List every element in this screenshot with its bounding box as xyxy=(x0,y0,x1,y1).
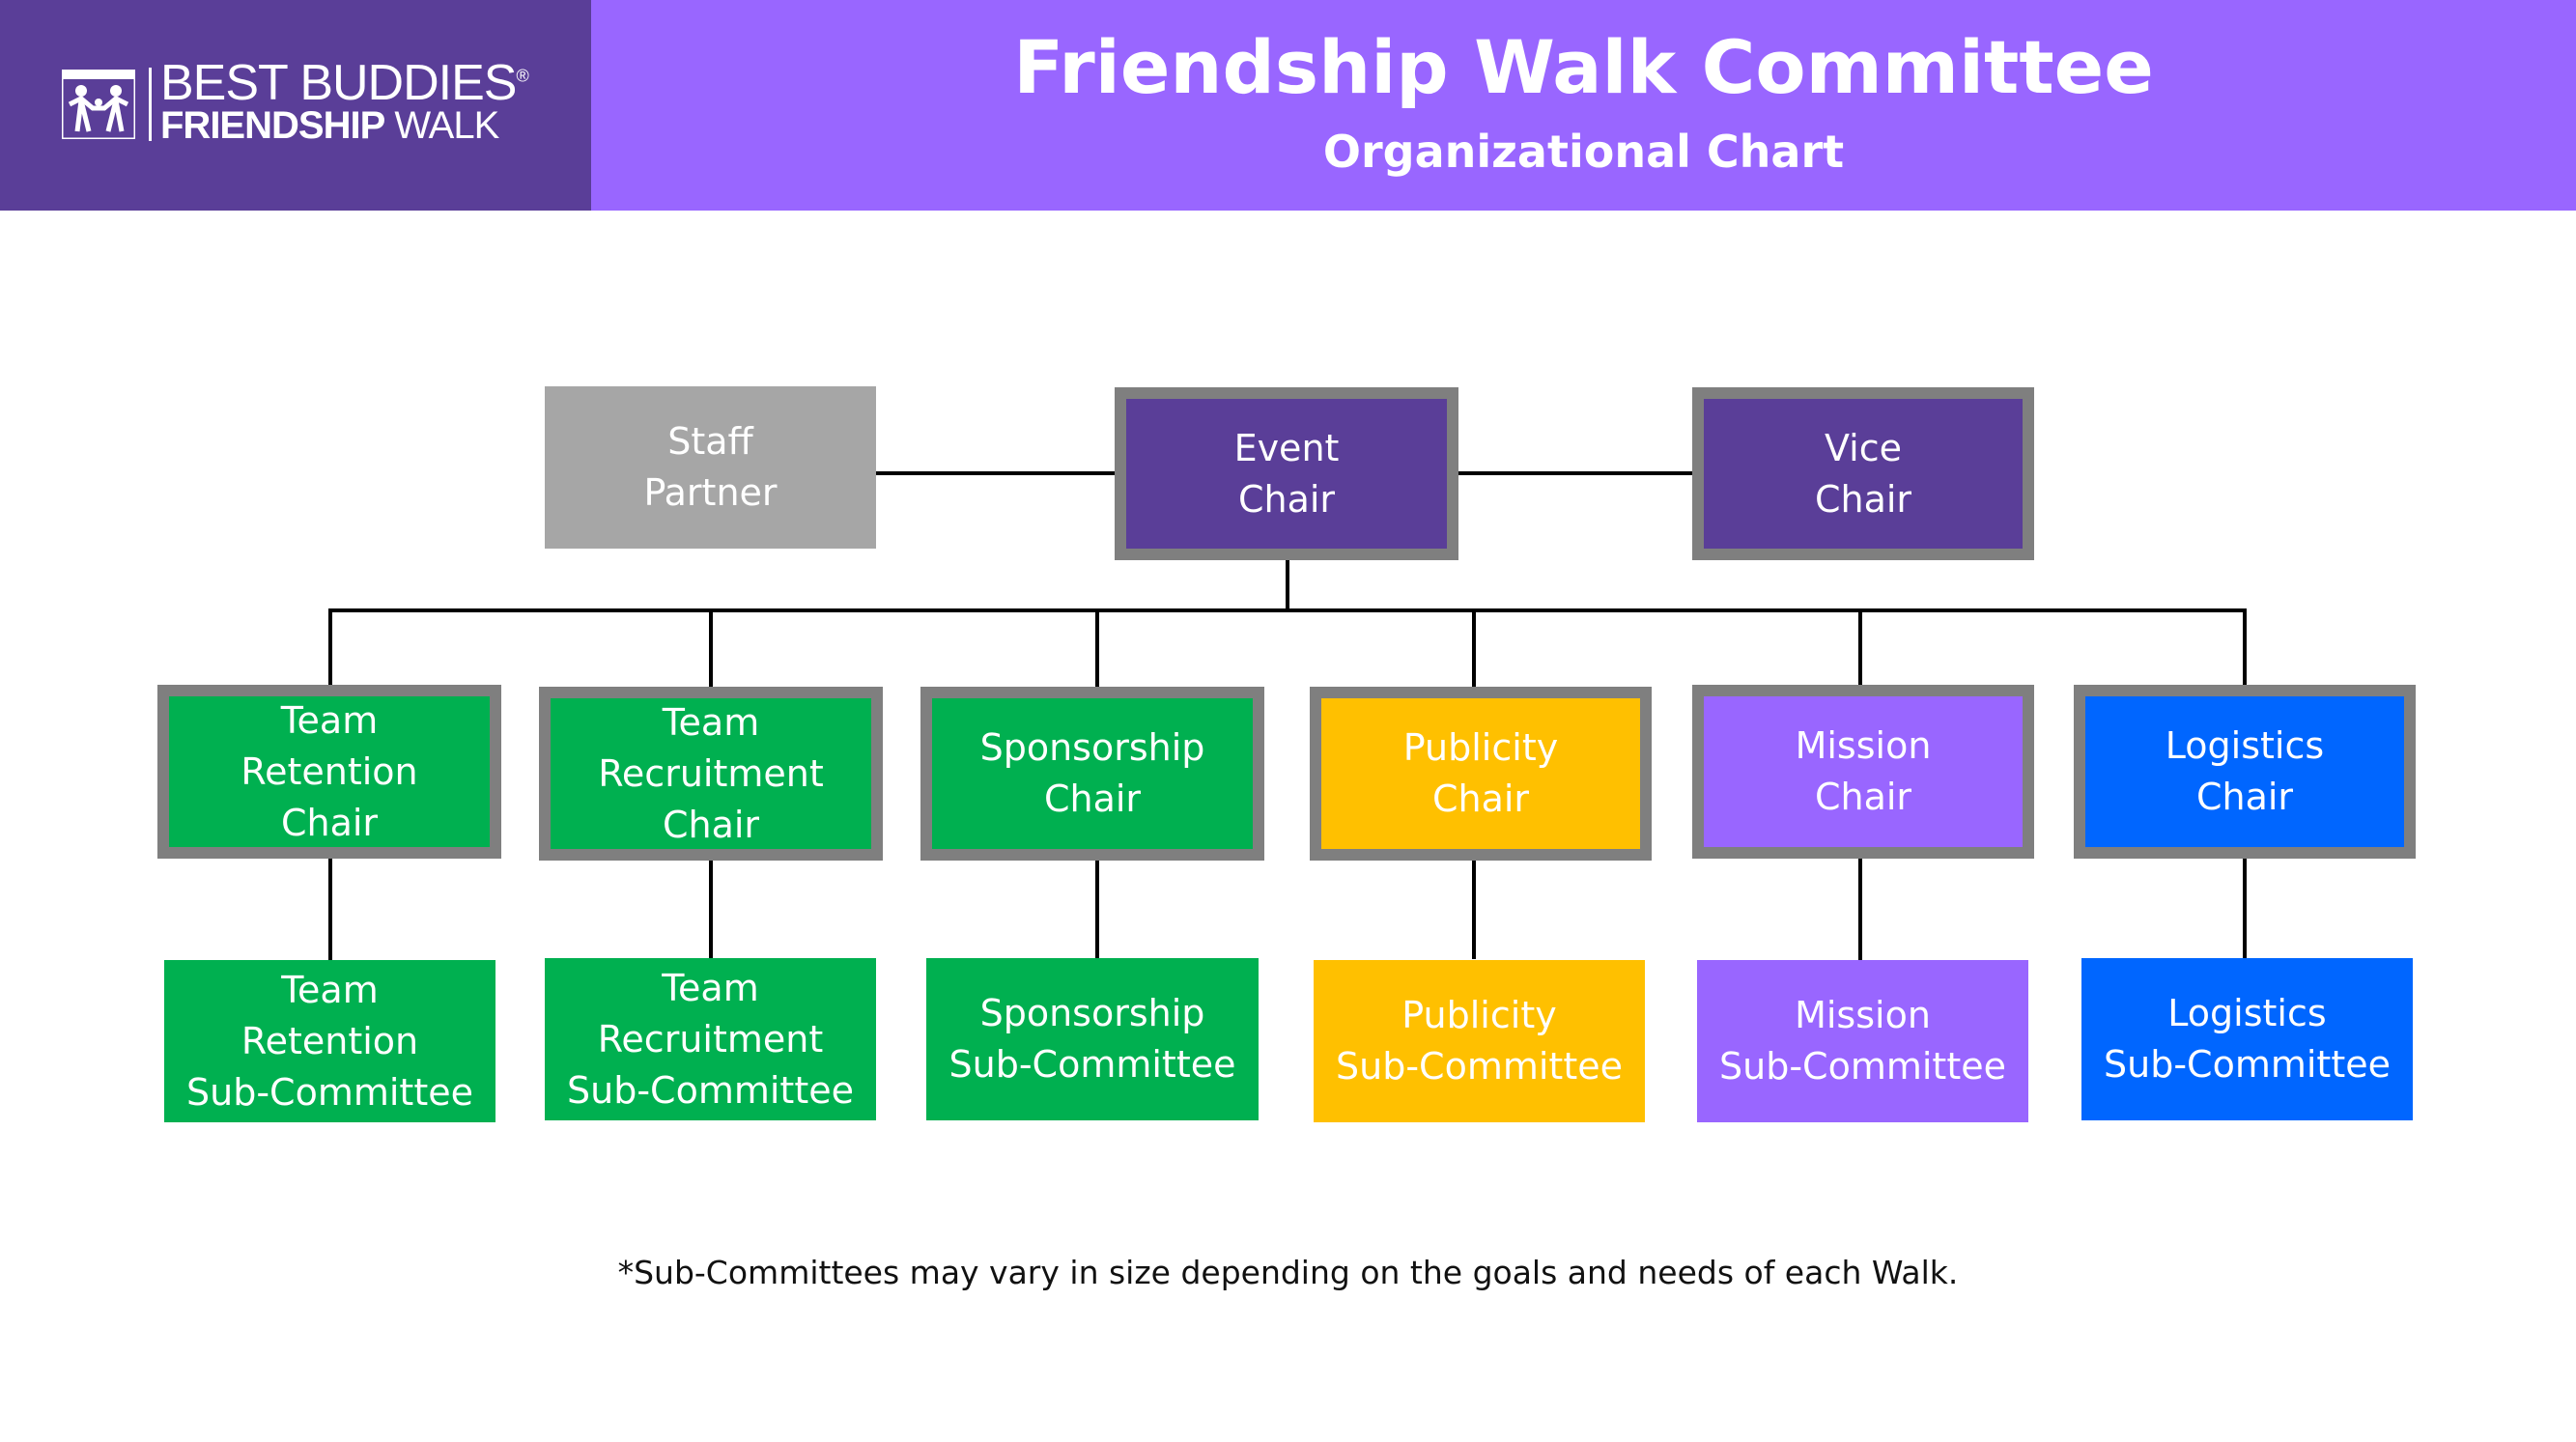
node-label-line: Chair xyxy=(1431,778,1530,820)
logo-wordmark-top: BEST BUDDIES® xyxy=(160,55,529,111)
node-label-line: Team xyxy=(662,966,759,1009)
node-label-line: Logistics xyxy=(2167,992,2327,1034)
node-label-line: Event xyxy=(1233,426,1340,469)
node-label-line: Sponsorship xyxy=(979,726,1205,769)
node-label-line: Publicity xyxy=(1402,726,1559,769)
logo-divider xyxy=(149,68,152,141)
node-label-line: Staff xyxy=(667,420,753,463)
node-label-line: Sponsorship xyxy=(979,992,1205,1034)
node-label-line: Partner xyxy=(643,471,778,514)
node-label-line: Team xyxy=(662,700,760,744)
node-label-line: Chair xyxy=(1814,477,1912,521)
node-label-line: Mission xyxy=(1795,724,1932,767)
node-label-line: Sub-Committee xyxy=(2104,1043,2391,1086)
node-label-line: Chair xyxy=(1814,776,1912,818)
page-subtitle: Organizational Chart xyxy=(1322,126,1845,178)
footnote: *Sub-Committees may vary in size dependi… xyxy=(617,1254,1959,1291)
node-label-line: Recruitment xyxy=(597,1017,824,1060)
node-label-line: Sub-Committee xyxy=(1719,1045,2006,1088)
page-title: Friendship Walk Committee xyxy=(1013,24,2154,110)
node-label-line: Chair xyxy=(2195,776,2294,818)
logo-wordmark-bottom: FRIENDSHIP WALK xyxy=(160,104,499,147)
node-label-line: Retention xyxy=(241,749,418,793)
best-buddies-logo-icon xyxy=(62,70,135,139)
node-label-line: Sub-Committee xyxy=(1336,1045,1623,1088)
node-label-line: Chair xyxy=(1043,778,1142,820)
node-label-line: Retention xyxy=(241,1019,419,1062)
node-label-line: Vice xyxy=(1825,426,1902,469)
node-label-line: Sub-Committee xyxy=(567,1068,854,1112)
node-label-line: Sub-Committee xyxy=(948,1043,1236,1086)
node-label-line: Recruitment xyxy=(598,751,824,795)
header-logo-panel: BEST BUDDIES® FRIENDSHIP WALK xyxy=(0,0,591,211)
node-label-line: Team xyxy=(280,698,379,742)
node-label-line: Mission xyxy=(1795,994,1931,1036)
node-label-line: Chair xyxy=(662,803,760,846)
node-label-line: Logistics xyxy=(2165,724,2325,767)
node-label-line: Chair xyxy=(280,801,379,844)
node-label-line: Publicity xyxy=(1401,994,1557,1036)
header-title-panel xyxy=(591,0,2576,211)
node-label-line: Sub-Committee xyxy=(186,1070,473,1114)
node-label-line: Chair xyxy=(1237,477,1336,521)
node-label-line: Team xyxy=(281,968,379,1011)
